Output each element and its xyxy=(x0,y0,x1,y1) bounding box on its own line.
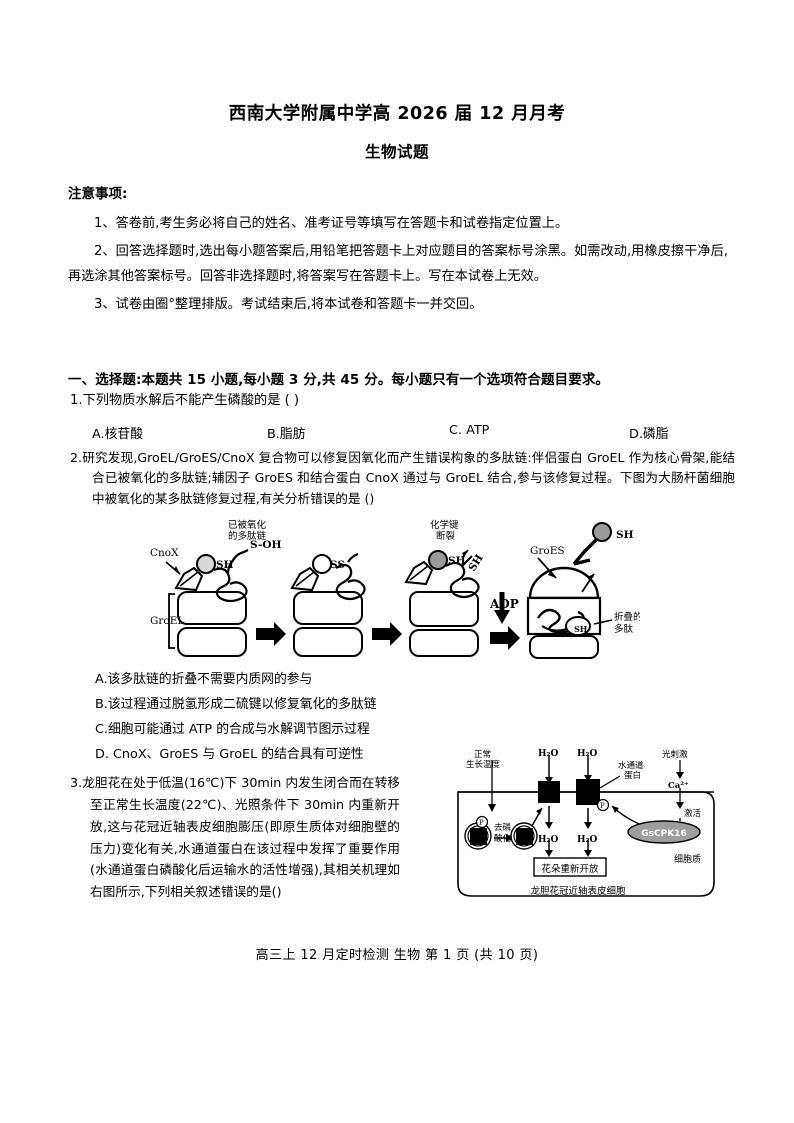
question-1-options: A.核苷酸 B.脂肪 C. ATP D.磷脂 xyxy=(92,423,742,442)
folded-peptide-label-2: 多肽 xyxy=(614,623,634,635)
sh-label-1: SH xyxy=(216,559,234,571)
aquaporin-label-2: 蛋白 xyxy=(624,770,641,781)
gentian-cell-figure: 正常 生长温度 水通道 蛋白 光刺激 激活 去磷 酸化 细胞质 H₂O H₂O … xyxy=(452,748,747,933)
question-2-stem: 2.研究发现,GroEL/GroES/CnoX 复合物可以修复因氧化而产生错误构… xyxy=(70,450,735,506)
question-2-options: A.该多肽链的折叠不需要内质网的参与 B.该过程通过脱氢形成二硫键以修复氧化的多… xyxy=(95,668,545,768)
ss-label: SS xyxy=(330,559,345,571)
kinase-label: GsCPK16 xyxy=(641,829,686,839)
sh-label-5: SH xyxy=(574,624,588,634)
option-c[interactable]: C. ATP xyxy=(449,423,490,438)
groel-repair-figure: GroEL CnoX SH S-OH SS SH SH ADP GroES SH… xyxy=(150,516,640,668)
sh-label-2: SH xyxy=(448,555,466,567)
s-oh-label: S-OH xyxy=(250,539,281,551)
question-3: 3.龙胆花在处于低温(16℃)下 30min 内发生闭合而在转移至正常生长温度(… xyxy=(70,772,400,903)
notice-heading: 注意事项: xyxy=(68,186,128,202)
h2o-label-bottom-1: H₂O xyxy=(538,835,558,845)
h2o-label-top-1: H₂O xyxy=(538,749,558,759)
page-footer: 高三上 12 月定时检测 生物 第 1 页 (共 10 页) xyxy=(255,948,539,963)
notice-item: 3、试卷由圈°整理排版。考试结束后,将本试卷和答题卡一并交回。 xyxy=(94,297,483,313)
page-subtitle: 生物试题 xyxy=(364,143,429,161)
option-d[interactable]: D. CnoX、GroES 与 GroEL 的结合具有可逆性 xyxy=(95,746,364,762)
option-c[interactable]: C.细胞可能通过 ATP 的合成与水解调节图示过程 xyxy=(95,721,370,737)
oxidized-chain-label: 已被氧化 xyxy=(228,519,267,531)
cell-caption: 龙胆花冠近轴表皮细胞 xyxy=(530,885,626,897)
h2o-label-top-2: H₂O xyxy=(577,749,597,759)
flower-reopen-label: 花朵重新开放 xyxy=(541,863,599,875)
notice-item: 1、答卷前,考生务必将自己的姓名、准考证号等填写在答题卡和试卷指定位置上。 xyxy=(94,216,569,231)
question-1: 1.下列物质水解后不能产生磷酸的是 ( ) xyxy=(70,390,740,411)
normal-temp-label: 正常 xyxy=(474,749,491,760)
notice-item: 2、回答选择题时,选出每小题答案后,用铅笔把答题卡上对应题目的答案标号涂黑。如需… xyxy=(68,243,728,285)
oxidized-chain-label-2: 的多肽链 xyxy=(228,530,267,542)
option-a[interactable]: A.该多肽链的折叠不需要内质网的参与 xyxy=(95,672,313,687)
dephos-label: 去磷 xyxy=(494,822,512,833)
notice-section: 注意事项: 1、答卷前,考生务必将自己的姓名、准考证号等填写在答题卡和试卷指定位… xyxy=(68,182,728,320)
bond-break-label: 化学键 xyxy=(430,519,459,531)
light-stimulus-label: 光刺激 xyxy=(662,749,688,760)
dephos-label-2: 酸化 xyxy=(494,833,512,844)
h2o-label-bottom-2: H₂O xyxy=(577,835,597,845)
question-3-stem: 3.龙胆花在处于低温(16℃)下 30min 内发生闭合而在转移至正常生长温度(… xyxy=(70,775,400,900)
option-b[interactable]: B.脂肪 xyxy=(267,427,306,442)
sh-label-4: SH xyxy=(616,529,634,541)
activate-label: 激活 xyxy=(684,808,702,819)
cnox-label: CnoX xyxy=(150,547,179,559)
phosphate-icon: P xyxy=(600,802,605,810)
question-1-stem: 1.下列物质水解后不能产生磷酸的是 ( ) xyxy=(70,393,300,408)
page-title: 西南大学附属中学高 2026 届 12 月月考 xyxy=(228,104,566,124)
phosphate-icon: P xyxy=(479,819,484,827)
option-d[interactable]: D.磷脂 xyxy=(629,427,669,442)
folded-peptide-label: 折叠的 xyxy=(614,611,640,623)
groes-label: GroES xyxy=(530,545,565,557)
section-heading: 一、选择题:本题共 15 小题,每小题 3 分,共 45 分。每小题只有一个选项… xyxy=(68,372,610,388)
aquaporin-label: 水通道 xyxy=(618,760,644,771)
option-b[interactable]: B.该过程通过脱氢形成二硫键以修复氧化的多肽链 xyxy=(95,696,377,712)
adp-label: ADP xyxy=(489,597,519,611)
question-2: 2.研究发现,GroEL/GroES/CnoX 复合物可以修复因氧化而产生错误构… xyxy=(70,448,735,509)
bond-break-label-2: 断裂 xyxy=(436,530,456,542)
option-a[interactable]: A.核苷酸 xyxy=(92,427,143,442)
calcium-label: Ca²⁺ xyxy=(668,781,688,791)
groel-label: GroEL xyxy=(150,615,184,627)
sh-label-3: SH xyxy=(466,552,485,573)
cytoplasm-label: 细胞质 xyxy=(674,853,701,865)
normal-temp-label-2: 生长温度 xyxy=(466,759,501,770)
